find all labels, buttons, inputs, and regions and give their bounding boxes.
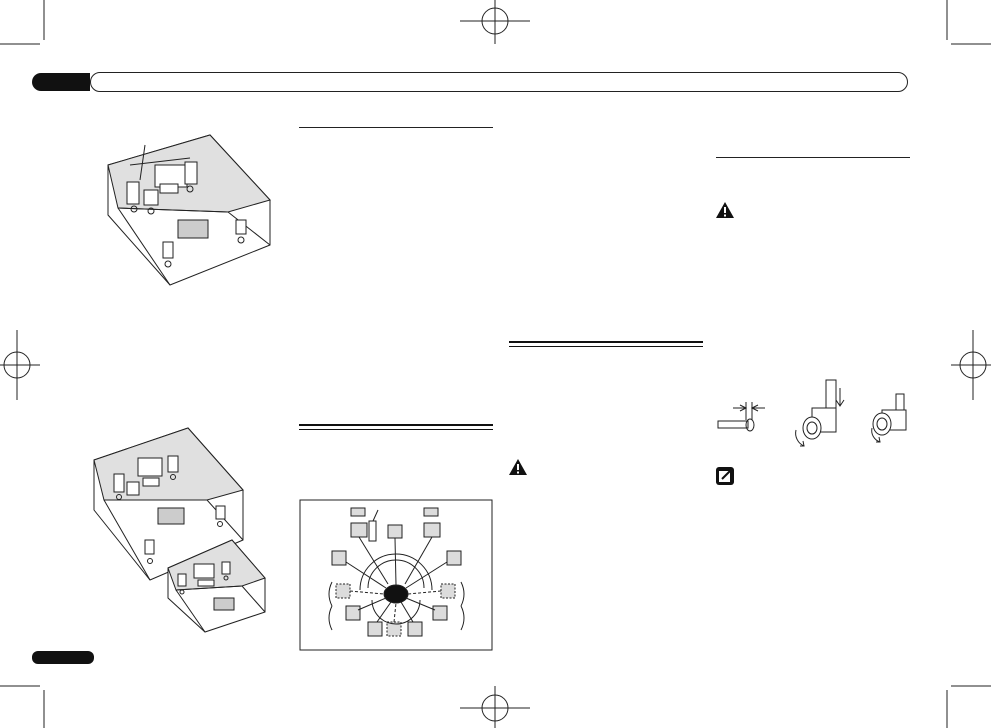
section-heading-rule	[299, 424, 493, 430]
section-heading-rule	[509, 341, 703, 347]
registration-mark-icon	[460, 0, 530, 44]
registration-mark-icon	[460, 686, 530, 728]
registration-mark-icon	[951, 330, 991, 400]
header-bar	[90, 72, 908, 92]
speaker-top-right	[423, 507, 439, 517]
stripped-wire-figure	[717, 402, 765, 432]
page-number-tab	[32, 651, 94, 664]
terminal-tighten-figure	[871, 393, 907, 443]
speaker-subwoofer	[368, 520, 377, 542]
chapter-tab	[32, 73, 90, 91]
section-rule	[716, 157, 910, 158]
speaker-back-right	[407, 621, 423, 637]
note-pencil-icon	[716, 467, 734, 485]
warning-triangle-icon	[509, 459, 527, 475]
speaker-top-left	[350, 507, 366, 517]
registration-mark-icon	[0, 330, 40, 400]
section-rule	[299, 127, 493, 128]
speaker-wide-right	[446, 550, 462, 566]
speaker-back-left	[367, 621, 383, 637]
warning-triangle-icon	[716, 202, 734, 218]
speaker-back-left-outer	[345, 605, 361, 621]
terminal-insert-figure	[795, 379, 845, 447]
speaker-back-right-outer	[432, 605, 448, 621]
speaker-wide-left	[331, 550, 347, 566]
